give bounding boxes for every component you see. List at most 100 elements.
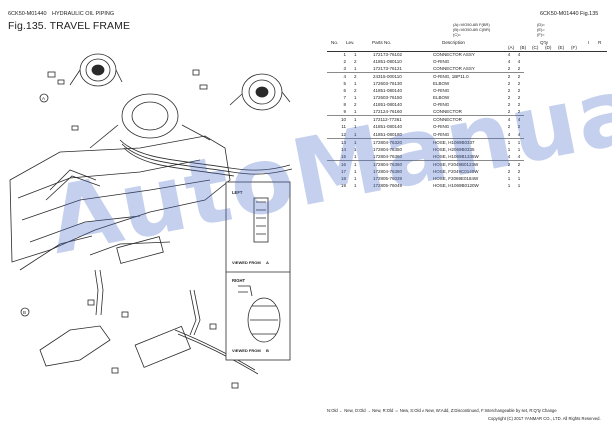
- col-no: No.: [331, 40, 339, 45]
- cell-no: 4: [327, 72, 354, 81]
- col-r: R: [598, 40, 602, 45]
- footer-legend: N:Old ← New, O:Old → New, R:Old ⇔ New, S…: [327, 408, 557, 413]
- cell-no: 7: [343, 95, 346, 101]
- col-lev: Lev.: [346, 40, 355, 45]
- cell-lev: 1: [354, 109, 357, 115]
- model-f: (F)=: [537, 32, 545, 38]
- cell-b: 4: [517, 131, 521, 137]
- col-c: (C): [532, 45, 539, 50]
- swivel-housing: [121, 93, 179, 139]
- travel-frame: [9, 135, 231, 263]
- cell-desc: O-RING: [433, 124, 450, 130]
- cell-desc: CONNECTOR ASSY: [433, 66, 475, 72]
- cell-a: 4: [507, 59, 511, 65]
- figure-title: Fig.135. TRAVEL FRAME: [8, 20, 131, 32]
- cell-b: 1: [514, 137, 524, 146]
- header-left-code: 6CK50-M01440: [8, 11, 47, 17]
- cell-a: 4: [507, 153, 511, 159]
- cell-b: 4: [517, 52, 521, 57]
- viewed-from-a-label: VIEWED FROM: [232, 260, 261, 265]
- model-b: (B)=ViO50-6B C(BR): [453, 27, 491, 33]
- cell-lev: 1: [354, 115, 373, 124]
- inset-right-label: RIGHT: [232, 278, 245, 283]
- cell-a: 4: [504, 115, 514, 124]
- cell-a: 2: [507, 81, 511, 87]
- cell-desc: O-RING: [433, 131, 450, 137]
- section-title: HYDRAULIC OIL PIPING: [52, 11, 115, 17]
- cell-no: 11: [341, 124, 346, 130]
- cell-a: 1: [507, 182, 511, 188]
- cell-no: 12: [340, 131, 346, 137]
- cell-a: 4: [507, 131, 511, 137]
- cell-b: 2: [514, 72, 524, 81]
- cell-desc: ELBOW: [433, 95, 450, 101]
- header-right-code: 6CK50-M01440: [540, 11, 579, 17]
- cell-a: 1: [507, 146, 511, 152]
- col-d: (D): [545, 45, 552, 50]
- cell-desc: HOSE, H1069B0120W: [433, 182, 479, 188]
- cell-desc: HOSE, H2069B0335: [433, 146, 475, 152]
- cell-b: 2: [517, 88, 521, 94]
- cell-b: 4: [517, 153, 521, 159]
- cell-no: 17: [340, 168, 346, 174]
- exploded-diagram: A B LEFT RIGHT VIEWED FROM A VIEWED FROM…: [9, 53, 293, 389]
- cell-a: 1: [507, 175, 511, 181]
- cell-lev: 1: [354, 124, 357, 130]
- cell-pn: 172603-76130: [373, 81, 403, 87]
- cell-pn: 172804-76380: [373, 168, 403, 174]
- cell-b: 1: [517, 182, 521, 188]
- cell-b: 2: [517, 81, 521, 87]
- cell-b: 2: [517, 66, 521, 72]
- cell-b: 2: [514, 159, 524, 168]
- cell-lev: 1: [354, 137, 373, 146]
- model-c: (C)=: [453, 32, 461, 38]
- cell-no: 9: [343, 109, 346, 115]
- cell-a: 2: [504, 72, 514, 81]
- cell-no: 8: [343, 102, 346, 108]
- cell-lev: 1: [354, 159, 373, 168]
- cell-no: 13: [327, 137, 354, 146]
- cell-lev: 1: [354, 66, 357, 72]
- cell-desc: O-RING: [433, 88, 450, 94]
- cell-lev: 1: [354, 52, 357, 57]
- cell-no: 2: [343, 59, 346, 65]
- cell-lev: 1: [354, 168, 357, 174]
- cell-a: 2: [507, 102, 511, 108]
- cell-a: 2: [507, 124, 511, 130]
- cell-desc: HOSE, F2049C0140W: [433, 168, 479, 174]
- model-e: (E)=: [537, 27, 545, 33]
- cell-pn: 24315-000110: [373, 72, 433, 81]
- cell-b: 1: [517, 175, 521, 181]
- cell-desc: HOSE, H1069B1335W: [433, 153, 479, 159]
- cell-desc: HOSE, H1069B0337: [433, 137, 504, 146]
- table-header-rule: [327, 50, 607, 52]
- viewed-from-a-letter: A: [266, 260, 269, 265]
- cell-pn: 172112-77361: [373, 115, 433, 124]
- cell-desc: ELBOW: [433, 81, 450, 87]
- cell-desc: O-RING: [433, 59, 450, 65]
- cell-a: 2: [507, 88, 511, 94]
- cell-pn: 172173-76121: [373, 66, 403, 72]
- cell-lev: 1: [354, 95, 357, 101]
- model-legend-right: (D)= (E)= (F)=: [537, 22, 545, 38]
- cell-pn: 172805-76049: [373, 182, 403, 188]
- model-legend: (A)=ViO50-6B F(BR) (B)=ViO50-6B C(BR) (C…: [453, 22, 490, 38]
- cell-a: 2: [507, 109, 511, 115]
- viewed-from-b-letter: B: [266, 348, 269, 353]
- cell-lev: 2: [354, 59, 357, 65]
- lower-left-frame: [39, 325, 111, 367]
- col-a: (A): [508, 45, 515, 50]
- cell-pn: 41851-080140: [373, 124, 403, 130]
- cell-b: 4: [514, 115, 524, 124]
- cell-desc: CONNECTOR: [433, 109, 462, 115]
- col-qty: Q'ty: [540, 40, 549, 45]
- cell-a: 2: [507, 168, 511, 174]
- copyright: Copyright (C) 2017 YANMAR CO., LTD. All …: [488, 416, 601, 421]
